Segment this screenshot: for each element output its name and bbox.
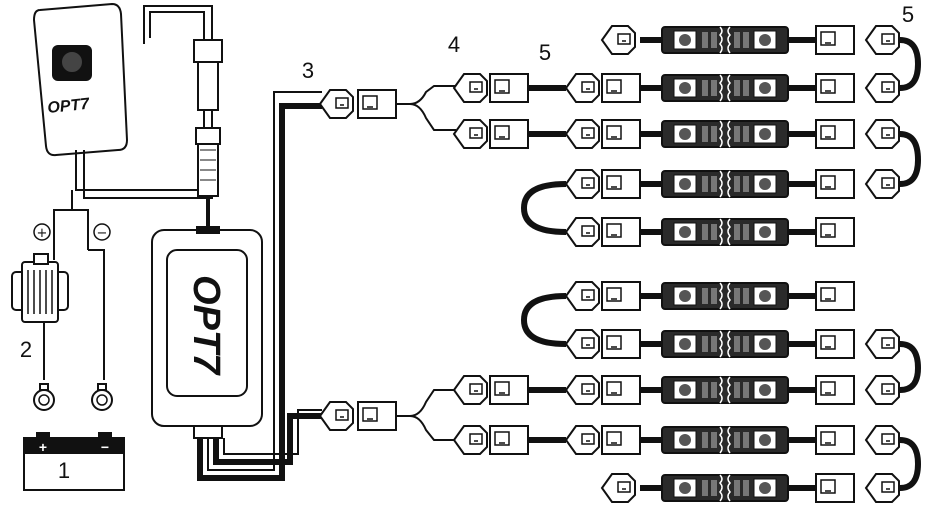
ring-terminals	[33, 383, 113, 411]
label-jumper: 5	[902, 2, 914, 27]
battery-negative-terminal: −	[101, 439, 109, 455]
fuse-holder	[11, 253, 69, 323]
label-extension: 5	[539, 40, 551, 65]
battery: + −	[23, 432, 125, 491]
extension-cables	[528, 85, 566, 443]
remote-control: OPT7	[32, 2, 129, 157]
pod-row-1	[601, 25, 900, 55]
light-pod-rows	[565, 25, 900, 503]
controller-plug	[193, 39, 223, 232]
negative-sign: −	[93, 223, 111, 241]
output-cables	[197, 91, 322, 481]
svg-text:+: +	[37, 226, 48, 241]
remote-logo: OPT7	[47, 96, 91, 117]
label-fuse: 2	[20, 337, 32, 362]
splitter-cable-bottom	[319, 389, 456, 441]
label-battery: 1	[58, 458, 70, 483]
pod-row-10	[601, 473, 900, 503]
pod-row-9	[640, 425, 900, 455]
controller-box: OPT7	[151, 226, 263, 439]
svg-text:−: −	[97, 226, 108, 241]
pod-row-8	[640, 375, 900, 405]
pod-row-7	[565, 329, 900, 359]
battery-positive-terminal: +	[39, 439, 47, 455]
label-y-splitter: 4	[448, 32, 460, 57]
pod-row-6	[565, 281, 855, 311]
pod-row-5	[565, 217, 855, 247]
jumper-loops	[520, 37, 922, 491]
controller-logo: OPT7	[185, 275, 227, 376]
pod-row-2	[640, 73, 900, 103]
label-splitter-cable: 3	[302, 58, 314, 83]
splitter-cable-top	[319, 85, 456, 131]
positive-sign: +	[33, 223, 51, 241]
pod-row-4	[565, 169, 900, 199]
pod-row-3	[640, 119, 900, 149]
